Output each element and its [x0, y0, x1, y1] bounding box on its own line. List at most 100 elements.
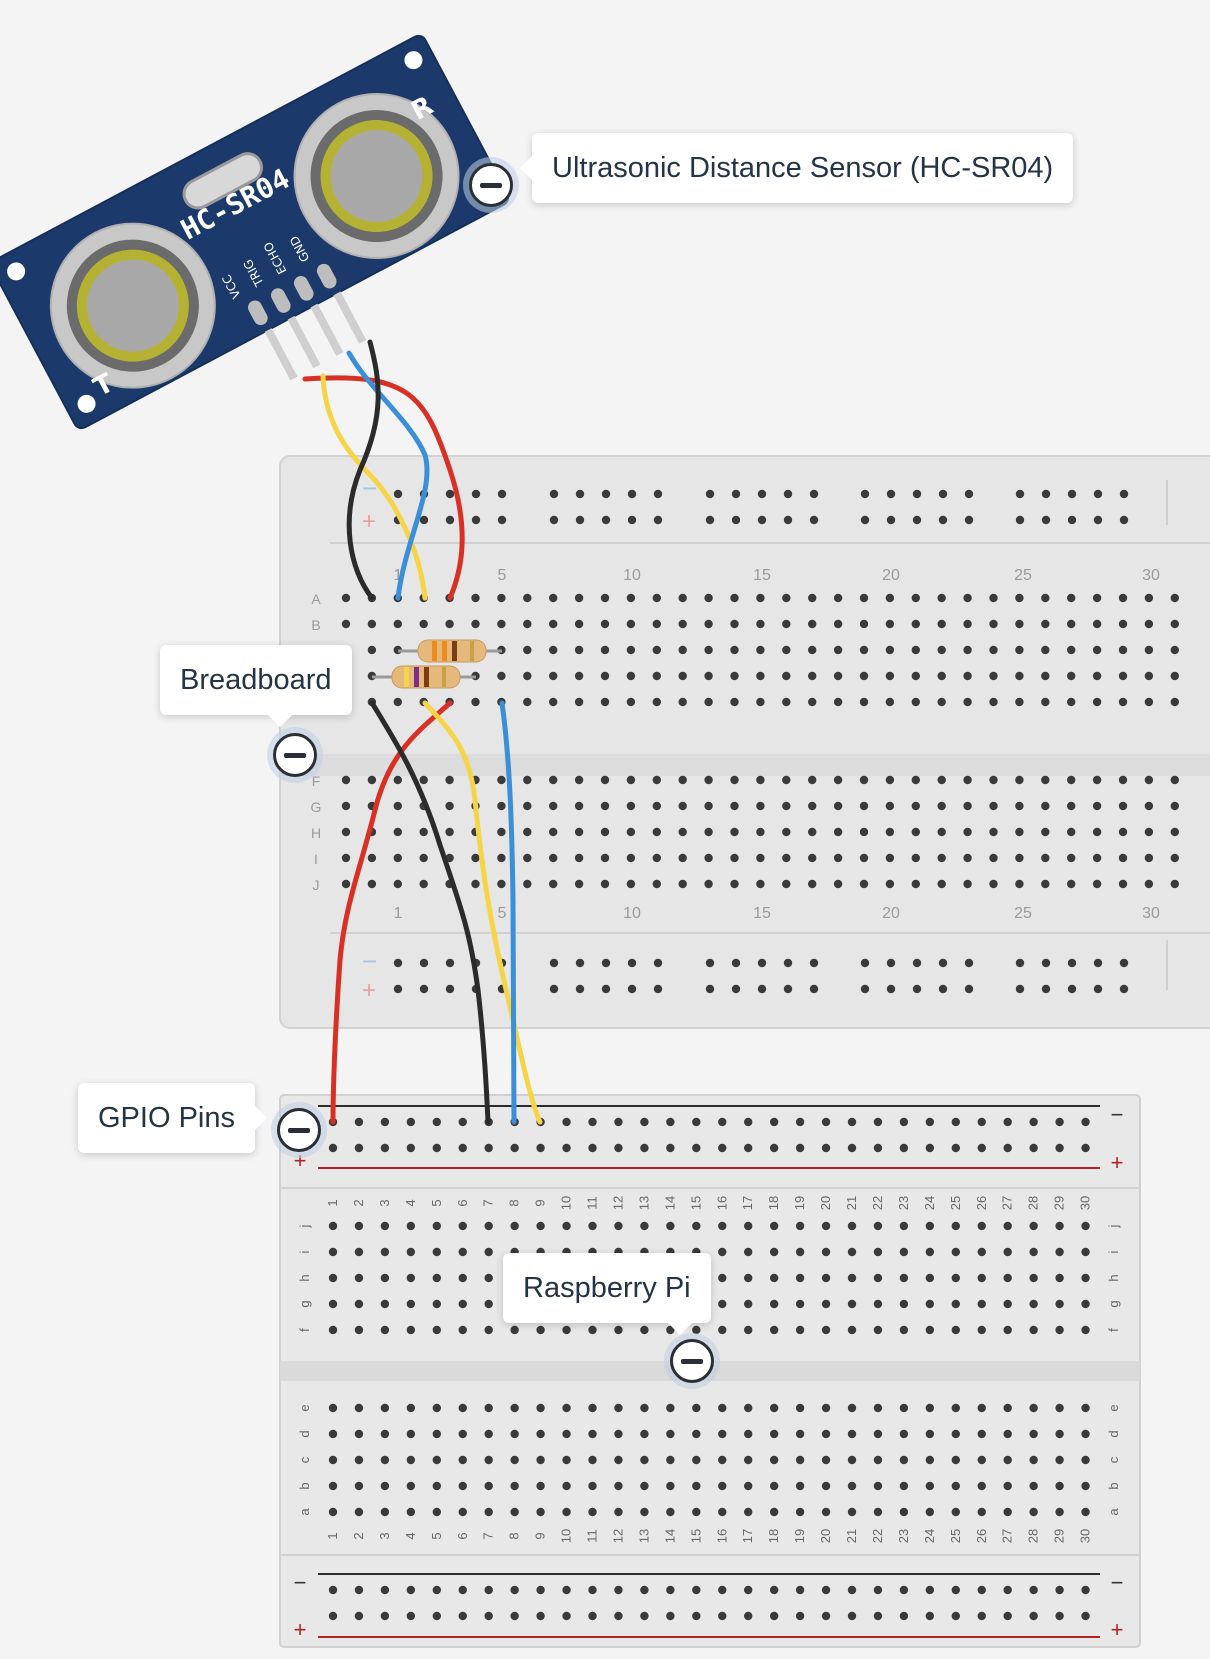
hole[interactable] [1092, 853, 1102, 863]
hole[interactable] [1015, 619, 1024, 629]
hole[interactable] [380, 1117, 390, 1127]
hole[interactable] [821, 1429, 831, 1439]
hole[interactable] [808, 645, 817, 655]
hole[interactable] [1144, 645, 1154, 655]
hole[interactable] [614, 1221, 623, 1231]
hole[interactable] [1067, 645, 1076, 655]
hole[interactable] [989, 619, 998, 629]
hole[interactable] [640, 1429, 649, 1439]
hole[interactable] [588, 1117, 597, 1127]
hole[interactable] [600, 593, 610, 603]
resistor-2[interactable] [372, 665, 476, 689]
hole[interactable] [1092, 801, 1102, 811]
hole[interactable] [380, 1403, 390, 1413]
hole[interactable] [692, 1403, 701, 1413]
hole[interactable] [432, 1455, 441, 1465]
hole[interactable] [821, 1507, 831, 1517]
hole[interactable] [757, 515, 767, 525]
hole[interactable] [809, 515, 819, 525]
hole[interactable] [937, 853, 946, 863]
hole[interactable] [783, 958, 793, 968]
hole[interactable] [497, 619, 506, 629]
hole[interactable] [666, 1455, 675, 1465]
hole[interactable] [536, 1429, 545, 1439]
hole[interactable] [627, 958, 637, 968]
hole[interactable] [1081, 1585, 1090, 1595]
hole[interactable] [873, 1611, 883, 1621]
hole[interactable] [744, 1221, 753, 1231]
hole[interactable] [497, 879, 506, 889]
hole[interactable] [1041, 827, 1050, 837]
hole[interactable] [911, 775, 920, 785]
hole[interactable] [911, 697, 920, 707]
hole[interactable] [963, 879, 972, 889]
hole[interactable] [601, 984, 611, 994]
hole[interactable] [1081, 1429, 1090, 1439]
hole[interactable] [1081, 1273, 1090, 1283]
collapse-pi-button[interactable] [670, 1339, 714, 1383]
hole[interactable] [652, 697, 661, 707]
hole[interactable] [652, 879, 661, 889]
hole[interactable] [510, 1611, 519, 1621]
hole[interactable] [523, 593, 532, 603]
hole[interactable] [1170, 827, 1180, 837]
hole[interactable] [458, 1455, 467, 1465]
hole[interactable] [1041, 958, 1051, 968]
hole[interactable] [354, 1455, 364, 1465]
hole[interactable] [432, 1585, 441, 1595]
hole[interactable] [989, 593, 998, 603]
hole[interactable] [640, 1507, 649, 1517]
hole[interactable] [899, 1585, 909, 1595]
hole[interactable] [795, 1221, 805, 1231]
hole[interactable] [523, 671, 532, 681]
hole[interactable] [523, 853, 532, 863]
hole[interactable] [937, 671, 946, 681]
hole[interactable] [1029, 1403, 1038, 1413]
hole[interactable] [795, 1507, 805, 1517]
hole[interactable] [523, 775, 532, 785]
hole[interactable] [549, 671, 558, 681]
hole[interactable] [963, 671, 972, 681]
hole[interactable] [1067, 853, 1076, 863]
hole[interactable] [1067, 827, 1076, 837]
hole[interactable] [562, 1117, 571, 1127]
hole[interactable] [341, 593, 351, 603]
wire-echo[interactable] [346, 350, 430, 601]
hole[interactable] [1003, 1403, 1012, 1413]
hole[interactable] [549, 958, 559, 968]
hole[interactable] [1067, 671, 1076, 681]
hole[interactable] [937, 593, 946, 603]
hole[interactable] [1093, 515, 1103, 525]
hole[interactable] [977, 1481, 986, 1491]
hole[interactable] [912, 515, 922, 525]
hole[interactable] [497, 853, 506, 863]
hole[interactable] [821, 1117, 831, 1127]
hole[interactable] [809, 958, 819, 968]
hole[interactable] [1055, 1585, 1064, 1595]
hole[interactable] [859, 645, 869, 655]
hole[interactable] [523, 697, 532, 707]
hole[interactable] [497, 671, 506, 681]
hole[interactable] [640, 1481, 649, 1491]
hole[interactable] [951, 1611, 960, 1621]
hole[interactable] [937, 697, 946, 707]
hole[interactable] [925, 1403, 935, 1413]
hole[interactable] [859, 619, 869, 629]
hole[interactable] [406, 1611, 416, 1621]
hole[interactable] [354, 1117, 364, 1127]
hole[interactable] [626, 645, 636, 655]
hole[interactable] [951, 1325, 960, 1335]
hole[interactable] [833, 827, 843, 837]
hole[interactable] [704, 671, 713, 681]
hole[interactable] [678, 593, 687, 603]
hole[interactable] [536, 1507, 545, 1517]
hole[interactable] [1029, 1507, 1038, 1517]
hole[interactable] [912, 958, 922, 968]
hole[interactable] [640, 1117, 649, 1127]
hole[interactable] [1003, 1143, 1012, 1153]
hole[interactable] [380, 1455, 390, 1465]
hole[interactable] [536, 1221, 545, 1231]
hole[interactable] [1170, 619, 1180, 629]
hole[interactable] [627, 489, 637, 499]
hole[interactable] [1118, 827, 1128, 837]
